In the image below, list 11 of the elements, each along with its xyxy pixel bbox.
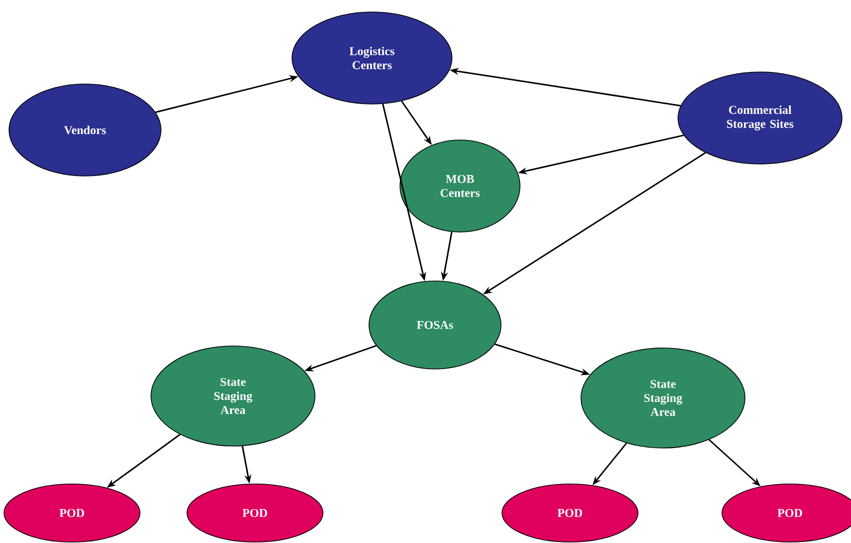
ellipse-node: State Staging Area (580, 348, 746, 448)
ellipse-node: POD (722, 484, 851, 542)
ellipse-node: POD (4, 484, 140, 542)
ellipse-node: Logistics Centers (292, 12, 452, 104)
ellipse-node: POD (502, 484, 638, 542)
ellipse-node: State Staging Area (150, 346, 316, 446)
ellipse-node: POD (186, 484, 324, 542)
ellipse-node: Commercial Storage Sites (678, 72, 842, 164)
ellipse-node: FOSAs (368, 280, 502, 370)
ellipse-node: MOB Centers (400, 140, 520, 232)
ellipse-node: Vendors (8, 84, 162, 176)
